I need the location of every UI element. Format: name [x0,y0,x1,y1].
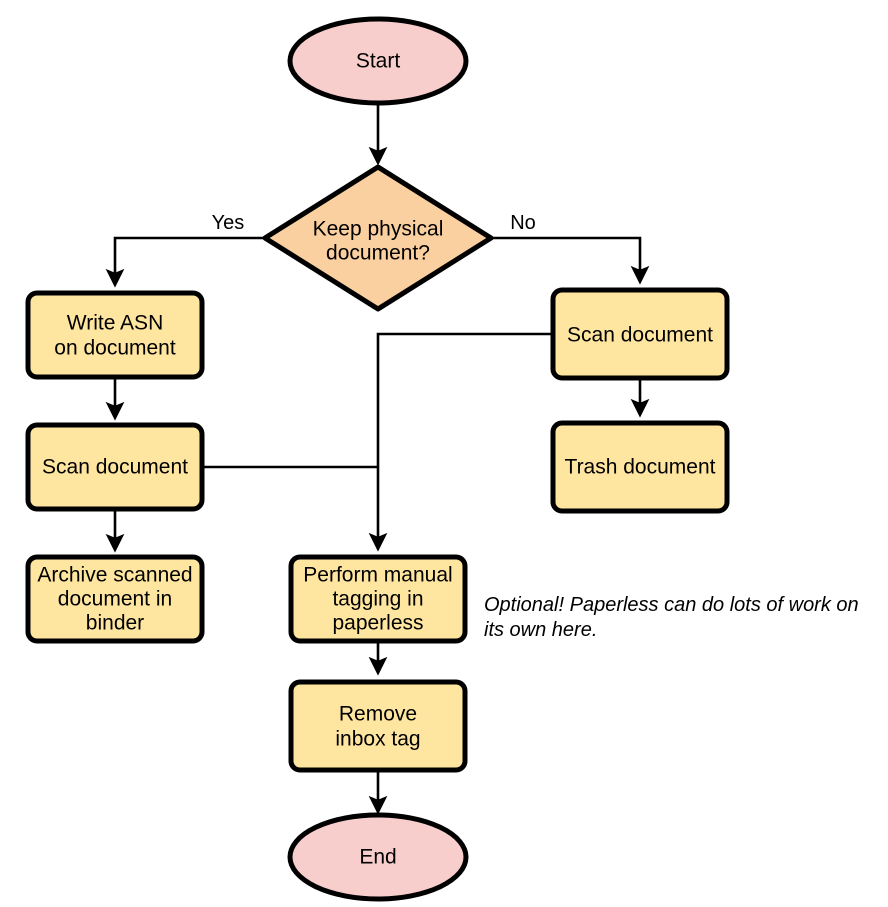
trash-rect-shape [550,420,730,514]
start-label: Start [356,50,401,73]
trash-label: Trash document [565,456,716,479]
scan-right-label: Scan document [567,324,713,347]
remove-tag-label-line1: Remove [339,703,417,726]
start-ellipse-shape [287,16,469,106]
decision-label-line2: document? [326,242,430,265]
scan-left-rect-shape [25,422,205,512]
node-scan-document-right[interactable]: Scan document [550,287,730,381]
annotation-line2: its own here. [484,619,597,641]
node-start[interactable]: Start [287,16,469,106]
node-decision-keep-physical-document[interactable]: Keep physical document? [262,164,494,312]
decision-label-line1: Keep physical [313,218,444,241]
tagging-label-line3: paperless [332,612,423,635]
remove-tag-label-line2: inbox tag [335,728,420,751]
node-write-asn-on-document[interactable]: Write ASN on document [25,290,205,380]
tagging-label-line1: Perform manual [303,564,452,587]
end-label: End [359,846,396,869]
node-trash-document[interactable]: Trash document [550,420,730,514]
node-archive-scanned-document[interactable]: Archive scanned document in binder [25,554,205,644]
tagging-label-line2: tagging in [332,588,423,611]
scan-left-label: Scan document [42,456,188,479]
node-scan-document-left[interactable]: Scan document [25,422,205,512]
tagging-rect-shape [288,554,468,644]
archive-label-line3: binder [86,612,144,635]
write-asn-label-line1: Write ASN [67,312,163,335]
scan-right-rect-shape [550,287,730,381]
edge-label-no: No [510,212,536,234]
end-ellipse-shape [287,812,469,902]
archive-rect-shape [25,554,205,644]
node-remove-inbox-tag[interactable]: Remove inbox tag [288,679,468,773]
archive-label-line2: document in [58,588,172,611]
node-end[interactable]: End [287,812,469,902]
write-asn-rect-shape [25,290,205,380]
edge-label-yes: Yes [212,212,245,234]
remove-tag-rect-shape [288,679,468,773]
edge-decision-yes-to-write-asn [105,236,264,288]
archive-label-line1: Archive scanned [37,564,192,587]
edge-decision-no-to-scan-right [491,236,650,285]
node-perform-manual-tagging[interactable]: Perform manual tagging in paperless [288,554,468,644]
annotation-optional-note: Optional! Paperless can do lots of work … [484,594,859,641]
decision-diamond-shape [262,164,494,312]
write-asn-label-line2: on document [54,337,176,360]
annotation-line1: Optional! Paperless can do lots of work … [484,594,859,616]
edge-scan-right-to-tagging [368,332,552,552]
